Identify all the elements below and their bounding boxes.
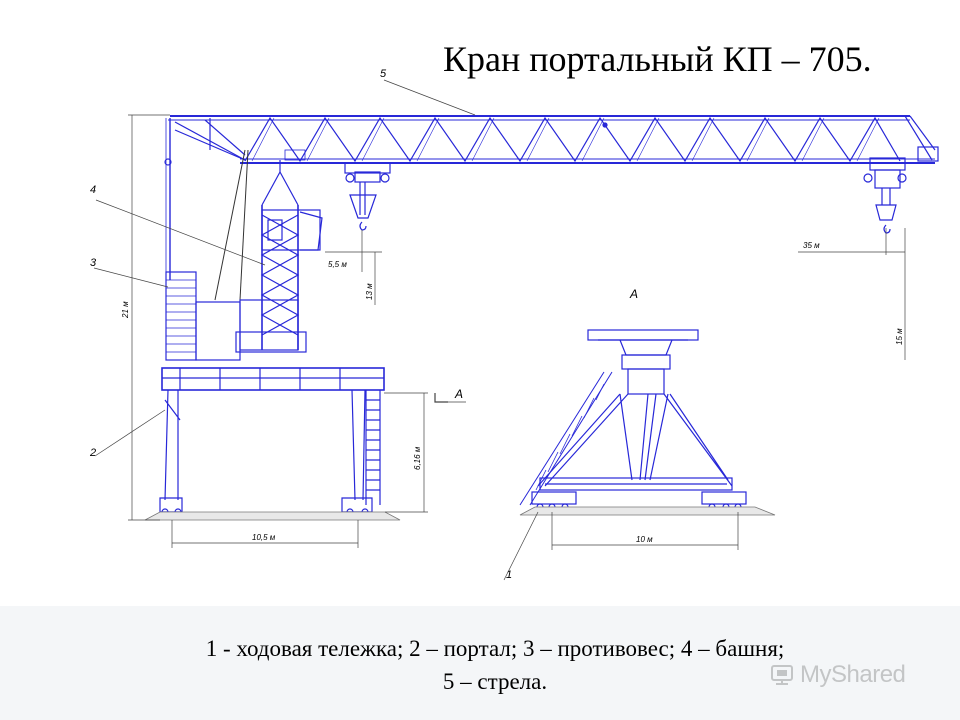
watermark-logo-icon	[771, 665, 793, 685]
ground-front	[519, 506, 776, 516]
trolley-near	[344, 162, 391, 231]
boom	[168, 115, 939, 164]
dimension-lines	[93, 79, 906, 581]
ground-side	[144, 511, 401, 521]
dim-hook-15: 15 м	[895, 328, 904, 345]
trolley-far	[863, 157, 907, 234]
tower	[235, 160, 323, 353]
crane-front-view	[519, 329, 747, 511]
dim-portal-6-16: 6,16 м	[413, 446, 422, 470]
dim-reach-35: 35 м	[803, 241, 820, 250]
callout-3: 3	[90, 257, 97, 269]
section-a-arrow-label: A	[454, 387, 463, 401]
caption-line-2: 5 – стрела.	[442, 669, 548, 694]
caption-line-1: 1 - ходовая тележка; 2 – портал; 3 – про…	[205, 636, 785, 661]
dim-width-10: 10 м	[636, 535, 653, 544]
caption: 1 - ходовая тележка; 2 – портал; 3 – про…	[0, 632, 960, 698]
watermark-text: MyShared	[800, 661, 906, 688]
callout-4: 4	[90, 184, 96, 196]
dim-hook-13: 13 м	[365, 283, 374, 300]
caption-background	[0, 606, 960, 720]
page-title: Кран портальный КП – 705.	[443, 39, 872, 79]
watermark: MyShared	[770, 660, 940, 690]
callout-5: 5	[380, 68, 387, 80]
dim-reach-5-5: 5,5 м	[328, 260, 347, 269]
counterweight	[165, 271, 241, 361]
section-a-view-label: A	[629, 287, 638, 301]
callout-2: 2	[89, 447, 96, 459]
crane-side-view	[159, 115, 939, 516]
dim-height-21: 21 м	[121, 301, 130, 319]
dim-width-10-5: 10,5 м	[252, 533, 276, 542]
portal	[159, 367, 385, 516]
crane-drawing: 21 м 10,5 м 6,16 м 5,5 м 13 м 35 м 15 м …	[89, 68, 939, 581]
callout-1: 1	[506, 569, 512, 581]
